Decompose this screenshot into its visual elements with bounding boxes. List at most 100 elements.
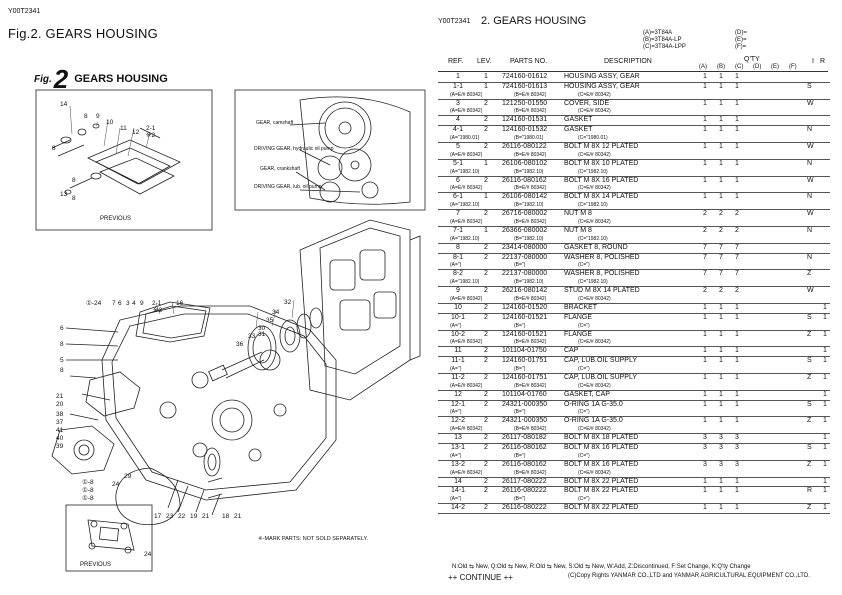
cell-r: 1	[823, 390, 827, 398]
svg-text:8: 8	[84, 113, 88, 120]
row-note: (A=")(B=")(C=")	[438, 496, 830, 503]
cell-parts-no: 724160-01612	[502, 73, 548, 80]
cell-lev: 2	[484, 330, 488, 338]
cell-ref: 12-1	[450, 400, 465, 408]
model-f: (F)=	[735, 44, 747, 51]
cell-ref: 12-2	[450, 417, 465, 425]
header-rule	[438, 71, 828, 72]
cell-ref: 4	[456, 116, 460, 124]
svg-text:8: 8	[60, 367, 64, 374]
cell-lev: 1	[484, 73, 488, 80]
cell-description: GASKET	[564, 126, 593, 134]
cell-qty-a: 7	[703, 243, 707, 251]
note-text: (C=E/# 80342)	[578, 91, 611, 98]
note-text: (B=E/# 80342)	[514, 185, 547, 192]
cell-qty-a: 1	[703, 159, 707, 167]
note-text: (B=E/# 80342)	[514, 426, 547, 433]
svg-text:21: 21	[202, 513, 210, 520]
note-text: (B=E/# 80342)	[514, 469, 547, 476]
row-separator	[438, 158, 830, 160]
note-text: (C=E/# 80342)	[578, 469, 611, 476]
header-qty: Q'TY	[744, 56, 760, 63]
cell-lev: 2	[484, 126, 488, 134]
cell-description: BOLT M 8X 22 PLATED	[564, 504, 639, 512]
note-text: (B=")	[514, 409, 526, 416]
note-text: (C=E/# 80342)	[578, 151, 611, 158]
svg-text:※2: ※2	[153, 307, 162, 314]
cell-description: BOLT M 8X 18 PLATED	[564, 434, 639, 442]
cell-qty-c: 1	[735, 330, 739, 338]
model-a: (A)=3T84A	[643, 30, 673, 36]
cell-description: WASHER 8, POLISHED	[564, 253, 640, 261]
cell-ref: 11-2	[451, 373, 465, 381]
row-note: (A=E/# 80342)(B=E/# 80342)(C=E/# 80342)	[438, 185, 830, 192]
note-text: (A=E/# 80342)	[450, 295, 483, 302]
cell-ref: 9	[456, 287, 460, 295]
header-description: DESCRIPTION	[604, 58, 652, 65]
note-text: (B=")	[514, 365, 526, 372]
svg-text:①-24: ①-24	[86, 299, 102, 307]
cell-qty-c: 1	[735, 73, 739, 80]
cell-qty-b: 3	[719, 443, 723, 451]
cell-description: BOLT M 8X 22 PLATED	[564, 487, 639, 495]
note-text: (A=E/# 80342)	[450, 469, 483, 476]
svg-text:①-8: ①-8	[82, 486, 94, 494]
svg-text:20: 20	[56, 401, 64, 408]
cell-qty-a: 1	[703, 142, 707, 150]
row-note: (A="1980.01)(B="1980.01)(C="1980.01)	[438, 135, 830, 142]
cell-qty-a: 3	[703, 434, 707, 442]
cell-lev: 2	[484, 460, 488, 468]
cell-qty-c: 1	[735, 142, 739, 150]
cell-qty-a: 1	[703, 400, 707, 408]
svg-text:40: 40	[56, 435, 64, 442]
cell-qty-b: 2	[719, 210, 723, 218]
cell-parts-no: 121250-01550	[502, 99, 548, 107]
cell-qty-b: 1	[719, 330, 723, 338]
note-text: (B=E/# 80342)	[514, 295, 547, 302]
svg-text:16: 16	[176, 300, 184, 307]
cell-lev: 2	[484, 176, 488, 184]
row-separator	[438, 98, 830, 100]
svg-text:8: 8	[72, 195, 76, 202]
cell-description: NUT M 8	[564, 210, 592, 218]
row-note: (A=")(B=")(C=")	[438, 323, 830, 330]
svg-text:2-1: 2-1	[146, 125, 156, 132]
row-note: (A=E/# 80342) (B=E/# 80342) (C=E/# 80342)	[438, 470, 830, 477]
doc-code-left: Y00T2341	[8, 8, 41, 15]
cell-description: GASKET	[564, 116, 593, 124]
cell-code: S	[807, 443, 812, 451]
cell-ref: 6-1	[452, 193, 464, 201]
note-text: (C=E/# 80342)	[578, 218, 611, 225]
cell-qty-a: 1	[703, 330, 707, 338]
cell-ref: 13-1	[450, 443, 465, 451]
cell-parts-no: 26116-080222	[502, 504, 547, 512]
svg-text:31: 31	[258, 331, 266, 338]
cell-qty-c: 1	[735, 504, 739, 512]
cell-qty-a: 1	[703, 487, 707, 495]
svg-text:11: 11	[120, 125, 127, 132]
cell-r: 1	[823, 504, 827, 512]
cell-lev: 2	[484, 142, 488, 150]
svg-text:10: 10	[106, 119, 114, 126]
cell-ref: 8-2	[452, 270, 464, 278]
cell-parts-no: 26106-080142	[502, 193, 548, 201]
note-text: (C=")	[578, 409, 590, 416]
cell-ref: 11-1	[451, 357, 465, 365]
cell-code: W	[807, 287, 814, 295]
cell-lev: 1	[484, 82, 488, 90]
note-text: (C=E/# 80342)	[578, 185, 611, 192]
note-text: (C="1982.10)	[578, 235, 608, 242]
cell-description: BOLT M 8X 14 PLATED	[564, 193, 639, 201]
svg-text:8: 8	[52, 145, 56, 152]
figure-title: Fig.2. GEARS HOUSING	[8, 26, 158, 41]
svg-text:32: 32	[284, 299, 292, 306]
row-note: (A=")(B=")(C=")	[438, 409, 830, 416]
cell-ref: 3	[456, 99, 460, 107]
cell-qty-c: 3	[735, 434, 739, 442]
note-text: (B="1982.10)	[514, 235, 544, 242]
